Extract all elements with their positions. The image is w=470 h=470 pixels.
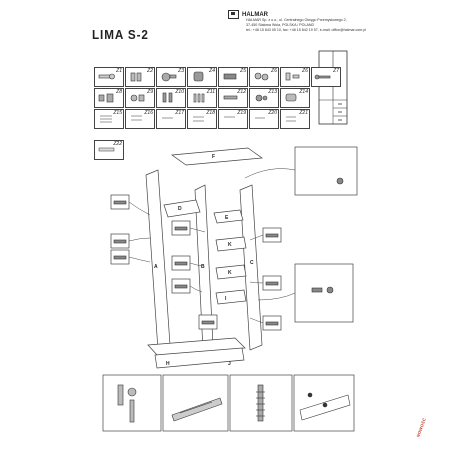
hardware-item: Z13 — [249, 88, 279, 108]
hardware-item: Z6 — [249, 67, 279, 87]
hardware-item: Z5 — [218, 67, 248, 87]
hardware-label: Z3 — [178, 68, 184, 74]
hardware-item: Z19 — [218, 109, 248, 129]
panel-i: I — [215, 289, 247, 305]
panel-f-label: F — [212, 154, 215, 160]
panel-k-upper-label: K — [228, 242, 232, 248]
address-line-1: HALMAR Sp. z o.o., ul. Centralnego Okręg… — [246, 18, 347, 22]
hardware-item: Z9 — [125, 88, 155, 108]
hardware-item: Z4 — [187, 67, 217, 87]
hardware-item: Z20 — [249, 109, 279, 129]
detail-box-large — [294, 146, 358, 196]
panel-k-lower: K — [215, 264, 247, 280]
hardware-label: Z1 — [116, 68, 122, 74]
panel-k-upper: K — [215, 236, 247, 252]
hardware-label: Z14 — [299, 89, 308, 95]
hardware-label: Z6 — [271, 68, 277, 74]
hardware-item: Z8 — [94, 88, 124, 108]
hardware-label: Z8 — [116, 89, 122, 95]
hardware-label: Z11 — [206, 89, 215, 95]
hardware-item: Z22 — [94, 140, 124, 160]
panel-a-label: A — [154, 264, 158, 270]
panel-i-label: I — [225, 296, 227, 302]
panel-h: H J — [147, 337, 246, 369]
company-address: HALMAR Sp. z o.o., ul. Centralnego Okręg… — [246, 18, 376, 33]
panel-f: F — [171, 147, 263, 166]
hardware-item: Z3 — [156, 67, 186, 87]
halmar-logo-icon — [228, 10, 239, 19]
hardware-label: Z4 — [209, 68, 215, 74]
address-line-2: 37-450 Stalowa Wola, POLSKA / POLAND — [246, 23, 315, 27]
brand-logo: HALMAR — [228, 10, 268, 19]
panel-c: C — [239, 184, 263, 351]
panel-d-label: D — [178, 206, 182, 212]
hardware-label: Z18 — [206, 110, 215, 116]
product-title: LIMA S-2 — [92, 27, 149, 42]
hardware-label: Z20 — [268, 110, 277, 116]
panel-h-label: H — [166, 361, 170, 367]
hardware-item: Z16 — [125, 109, 155, 129]
hardware-item: Z7 — [311, 67, 341, 87]
wardrobe-preview-icon — [318, 50, 348, 125]
hardware-item: Z18 — [187, 109, 217, 129]
hardware-label: Z9 — [147, 89, 153, 95]
panel-a: A — [145, 169, 171, 351]
panel-k-lower-label: K — [228, 270, 232, 276]
panel-c-label: C — [250, 260, 254, 266]
hardware-item: Z21 — [280, 109, 310, 129]
address-line-3: tel.: +48 15 843 05 10, fax: +48 15 842 … — [246, 28, 367, 32]
panel-b-label: B — [201, 264, 205, 270]
hardware-item: Z11 — [187, 88, 217, 108]
hardware-label: Z6 — [302, 68, 308, 74]
panel-e: E — [213, 209, 244, 224]
hardware-item: Z12 — [218, 88, 248, 108]
hardware-label: Z2 — [147, 68, 153, 74]
hardware-label: Z10 — [175, 89, 184, 95]
hardware-item: Z10 — [156, 88, 186, 108]
bottom-details — [102, 374, 355, 432]
hardware-label: Z17 — [175, 110, 184, 116]
hardware-label: Z21 — [299, 110, 308, 116]
panel-e-label: E — [225, 215, 229, 221]
hardware-label: Z22 — [113, 141, 122, 147]
hardware-label: Z12 — [237, 89, 246, 95]
hardware-label: Z13 — [268, 89, 277, 95]
hardware-item: Z2 — [125, 67, 155, 87]
hardware-item: Z17 — [156, 109, 186, 129]
hardware-label: Z19 — [237, 110, 246, 116]
panel-d: D — [163, 199, 201, 218]
detail-box-large — [294, 263, 354, 323]
hardware-label: Z15 — [113, 110, 122, 116]
hardware-item: Z1 — [94, 67, 124, 87]
hardware-label: Z7 — [333, 68, 339, 74]
hardware-label: Z5 — [240, 68, 246, 74]
hardware-item: Z14 — [280, 88, 310, 108]
panel-j-label: J — [228, 361, 231, 367]
hardware-item: Z15 — [94, 109, 124, 129]
hardware-label: Z16 — [144, 110, 153, 116]
hardware-item: Z6 — [280, 67, 310, 87]
brand-name: HALMAR — [242, 11, 268, 18]
